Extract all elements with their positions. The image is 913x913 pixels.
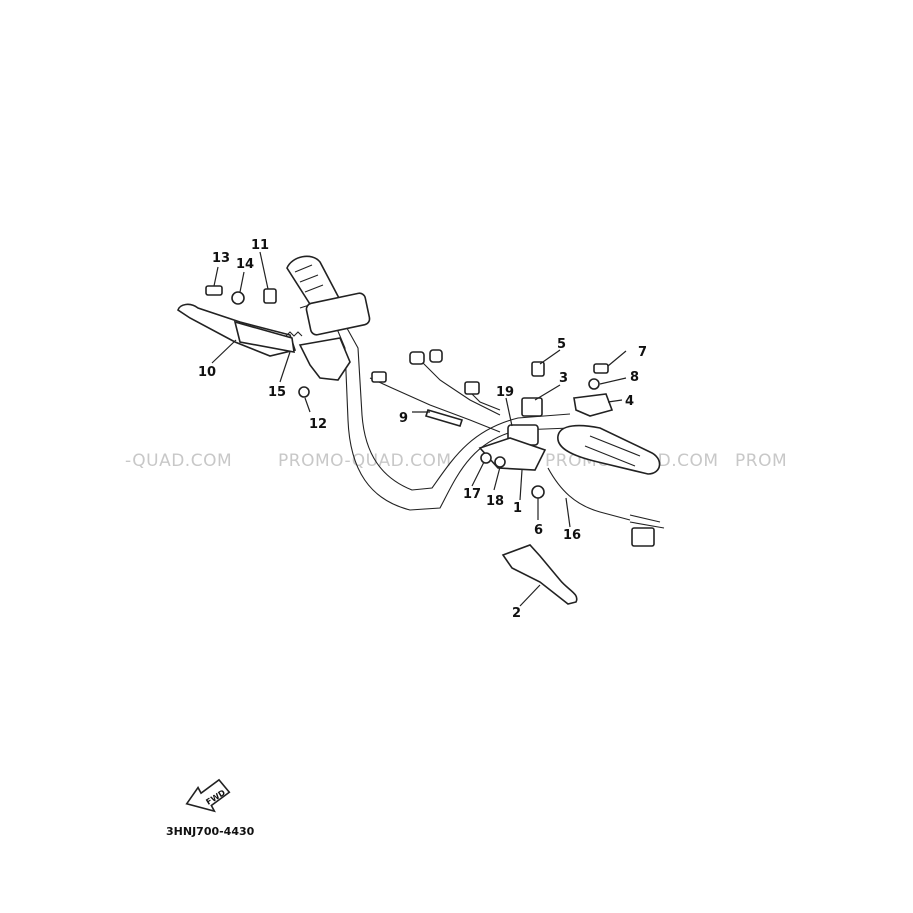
callout-18: 18	[486, 494, 504, 509]
cable-16	[547, 467, 665, 547]
brake-lever	[501, 544, 578, 605]
callout-14: 14	[236, 257, 254, 272]
bolt-13	[205, 285, 223, 296]
clutch-lever	[177, 303, 297, 357]
callout-5: 5	[557, 337, 566, 352]
callout-11: 11	[251, 238, 269, 253]
handlebar-tube	[299, 299, 571, 511]
washer-14	[231, 291, 245, 305]
callout-8: 8	[630, 370, 639, 385]
callout-13: 13	[212, 251, 230, 266]
callout-12: 12	[309, 417, 327, 432]
watermark-text-4: PROM	[735, 451, 787, 471]
nut-17	[480, 452, 492, 464]
nut-18	[494, 456, 506, 468]
lever-holder	[298, 337, 351, 398]
bolt-11	[263, 288, 277, 304]
leader-lines	[211, 251, 627, 607]
wiring-harness	[369, 349, 501, 433]
screw-7	[593, 363, 609, 374]
nut-6	[531, 485, 545, 499]
screw-5	[531, 361, 545, 377]
callout-7: 7	[638, 345, 647, 360]
watermark-text-1: -QUAD.COM	[125, 451, 232, 471]
callout-9: 9	[399, 411, 408, 426]
callout-15: 15	[268, 385, 286, 400]
right-grip	[557, 424, 661, 475]
callout-19: 19	[496, 385, 514, 400]
spring-15	[285, 331, 303, 337]
diagram-code: 3HNJ700-4430	[166, 825, 255, 838]
callout-labels: 13 14 11 10 15 12 9 19 5 3 7 8 4 17 18 1…	[198, 238, 647, 621]
callout-6: 6	[534, 523, 543, 538]
washer-8	[588, 378, 600, 390]
callout-1: 1	[513, 501, 522, 516]
fwd-arrow-icon: FWD	[185, 778, 231, 813]
left-grip	[286, 255, 371, 336]
callout-16: 16	[563, 528, 581, 543]
callout-2: 2	[512, 606, 521, 621]
callout-4: 4	[625, 394, 634, 409]
watermark: -QUAD.COM PROMO-QUAD.COM PROMO-QUAD.COM …	[125, 451, 787, 471]
callout-17: 17	[463, 487, 481, 502]
callout-10: 10	[198, 365, 216, 380]
watermark-text-2: PROMO-QUAD.COM	[278, 451, 452, 471]
callout-3: 3	[559, 371, 568, 386]
switch-cover-4	[573, 393, 614, 417]
